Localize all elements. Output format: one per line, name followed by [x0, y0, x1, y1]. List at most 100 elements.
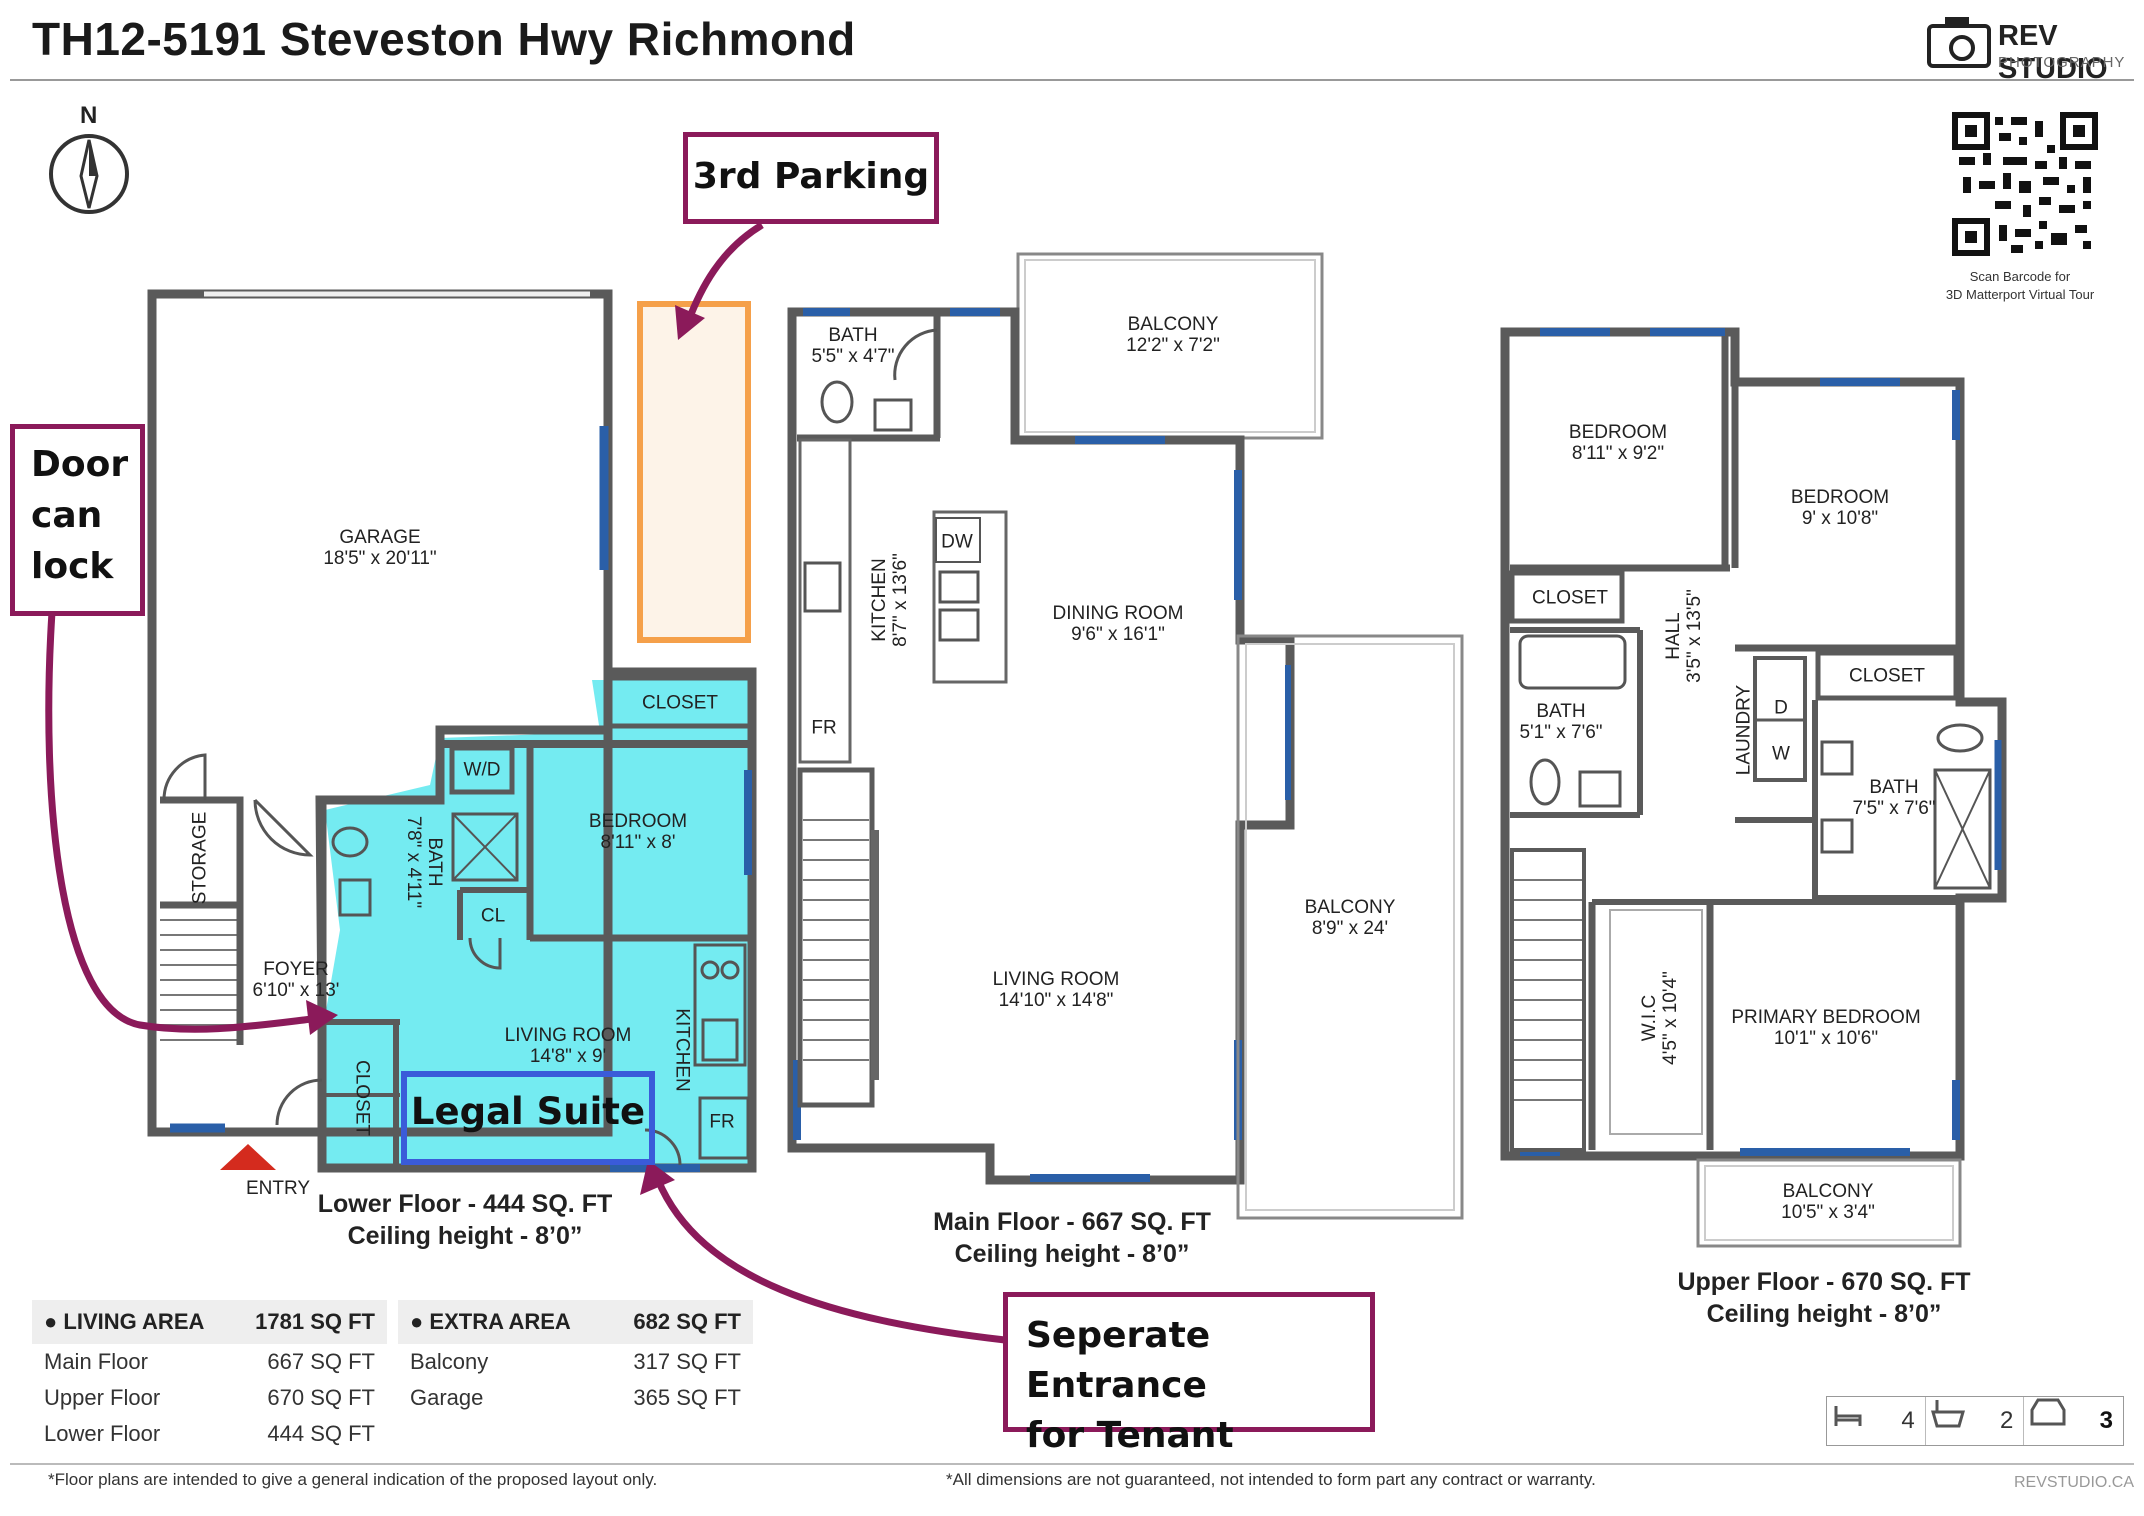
room-bath-lower-name: BATH: [424, 837, 445, 887]
room-bath-lower-size: 7'8" x 4'11": [403, 815, 424, 909]
area-row-value: 444 SQ FT: [267, 1421, 375, 1446]
room-bedroom-lower-name: BEDROOM: [588, 811, 688, 832]
lower-floor-area: Lower Floor - 444 SQ. FT: [317, 1190, 613, 1218]
lower-floor-ceiling: Ceiling height - 8’0”: [347, 1222, 583, 1250]
compass-icon: [49, 134, 129, 214]
callout-separate-entrance: Seperate Entrance for Tenant: [1003, 1292, 1375, 1456]
room-kitchen-lower: KITCHEN: [671, 1008, 693, 1092]
legal-suite-label: Legal Suite: [410, 1090, 646, 1133]
area-row-value: 667 SQ FT: [267, 1349, 375, 1374]
callout-third-parking: 3rd Parking: [683, 132, 939, 224]
legal-suite-box: [401, 1071, 655, 1165]
living-area-header: ● LIVING AREA 1781 SQ FT: [32, 1300, 387, 1344]
room-bedroom-up1-size: 8'11" x 9'2": [1571, 443, 1665, 464]
footer-disclaimer-left: *Floor plans are intended to give a gene…: [48, 1470, 658, 1489]
callout-door-can-lock: Door can lock: [10, 424, 145, 616]
room-closet-cl: CL: [480, 905, 506, 927]
entry-arrow-icon: [220, 1144, 276, 1170]
entry-label: ENTRY: [246, 1178, 311, 1199]
room-storage: STORAGE: [189, 811, 211, 905]
area-row-value: 670 SQ FT: [267, 1385, 375, 1410]
bed-icon: [1834, 1406, 1862, 1426]
room-dishwasher: DW: [941, 531, 973, 553]
qr-caption: Scan Barcode for 3D Matterport Virtual T…: [1930, 268, 2110, 304]
room-bedroom-up2-name: BEDROOM: [1790, 487, 1890, 508]
upper-floor-caption: Upper Floor - 670 SQ. FT Ceiling height -…: [1677, 1266, 1970, 1330]
callout-door-line-1: Door: [31, 444, 129, 485]
room-living-lower-size: 14'8" x 9': [529, 1046, 607, 1067]
room-bedroom-up1-name: BEDROOM: [1568, 422, 1668, 443]
room-dining-name: DINING ROOM: [1052, 603, 1184, 624]
callout-entrance-line-1: Seperate Entrance: [1026, 1315, 1211, 1406]
room-hall-size: 3'5" x 13'5": [1684, 589, 1705, 683]
room-living-lower-name: LIVING ROOM: [504, 1025, 632, 1046]
callout-door-line-2: can: [31, 495, 103, 536]
stat-parking: 3: [2024, 1397, 2123, 1445]
room-kitchen-main-size: 8'7" x 13'6": [890, 553, 911, 647]
room-closet-up1: CLOSET: [1531, 587, 1609, 609]
room-living-main-size: 14'10" x 14'8": [998, 990, 1114, 1011]
room-washer-dryer: W/D: [463, 759, 501, 781]
upper-floor-ceiling: Ceiling height - 8’0”: [1706, 1300, 1942, 1328]
page-title: TH12-5191 Steveston Hwy Richmond: [32, 13, 856, 65]
room-balcony-up-name: BALCONY: [1782, 1181, 1874, 1202]
table-row: Main Floor 667 SQ FT: [32, 1344, 387, 1380]
room-bath-main-name: BATH: [828, 325, 878, 346]
upper-floor-area: Upper Floor - 670 SQ. FT: [1677, 1268, 1971, 1296]
room-washer: W: [1772, 743, 1790, 765]
room-foyer-size: 6'10" x 13': [252, 980, 340, 1001]
area-row-label: Main Floor: [44, 1349, 148, 1374]
room-balcony-main-top-size: 12'2" x 7'2": [1126, 335, 1220, 356]
callout-door-line-3: lock: [31, 546, 114, 587]
qr-caption-line-2: 3D Matterport Virtual Tour: [1945, 287, 2095, 302]
living-area-table: ● LIVING AREA 1781 SQ FT Main Floor 667 SQ…: [32, 1300, 387, 1452]
arrow-head-entrance: [640, 1160, 675, 1195]
qr-code-icon: [1952, 112, 2098, 256]
bath-icon: [1931, 1400, 1965, 1428]
area-row-label: Lower Floor: [44, 1421, 161, 1446]
extra-area-label: ● EXTRA AREA: [410, 1309, 571, 1334]
callout-entrance-line-2: for Tenant: [1026, 1415, 1234, 1456]
room-laundry: LAUNDRY: [1733, 684, 1755, 776]
stat-parking-count: 3: [2099, 1407, 2113, 1434]
main-floor-ceiling: Ceiling height - 8’0”: [954, 1240, 1190, 1268]
room-closet-lower-top: CLOSET: [641, 692, 719, 714]
room-dryer: D: [1774, 697, 1788, 719]
living-area-total: 1781 SQ FT: [255, 1309, 375, 1334]
stat-bathrooms: 2: [1926, 1397, 2025, 1445]
room-fridge-lower: FR: [709, 1111, 735, 1133]
stat-bedrooms: 4: [1827, 1397, 1926, 1445]
room-foyer-name: FOYER: [263, 959, 329, 980]
lower-floor-caption: Lower Floor - 444 SQ. FT Ceiling height -…: [318, 1188, 612, 1252]
room-bedroom-up2-size: 9' x 10'8": [1801, 508, 1879, 529]
room-balcony-main-right-name: BALCONY: [1304, 897, 1396, 918]
qr-caption-line-1: Scan Barcode for: [1969, 269, 2071, 284]
lower-floor-plan: [147, 289, 757, 1173]
living-area-label: ● LIVING AREA: [44, 1309, 205, 1334]
third-parking-spot: [637, 301, 751, 643]
area-row-label: Upper Floor: [44, 1385, 161, 1410]
room-kitchen-main-name: KITCHEN: [869, 558, 890, 642]
room-dining-size: 9'6" x 16'1": [1071, 624, 1165, 645]
footer-url: REVSTUDIO.CA: [2014, 1474, 2135, 1491]
room-fridge-main: FR: [811, 717, 837, 739]
stat-bedrooms-count: 4: [1901, 1407, 1915, 1434]
arrow-head-door: [306, 1000, 338, 1035]
upper-floor-plan: [1500, 327, 2007, 1248]
